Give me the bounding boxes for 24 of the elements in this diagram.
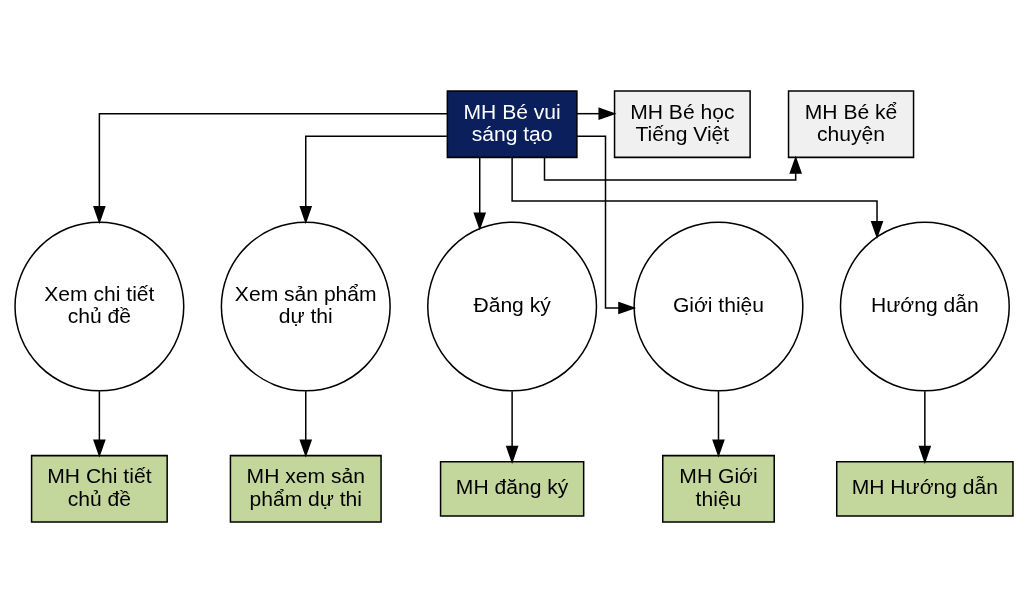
arrow bbox=[575, 107, 617, 121]
arrow bbox=[510, 156, 883, 240]
node-box: MH Hướng dẫn bbox=[835, 460, 1014, 517]
node-circle: Đăng ký bbox=[426, 221, 597, 392]
node-box: MH Bé kể chuyện bbox=[787, 90, 914, 159]
node-circle: Xem chi tiết chủ đề bbox=[13, 221, 184, 392]
arrow bbox=[543, 155, 802, 181]
arrow bbox=[298, 135, 448, 225]
node-circle: Xem sản phẩm dự thi bbox=[220, 221, 391, 392]
arrow bbox=[918, 390, 931, 464]
node-box: MH Chi tiết chủ đề bbox=[30, 454, 168, 523]
arrow bbox=[711, 390, 725, 458]
node-box: MH Bé học Tiếng Việt bbox=[613, 90, 751, 159]
node-box: MH xem sản phẩm dự thi bbox=[229, 454, 382, 523]
node-box: MH Bé vui sáng tạo bbox=[446, 90, 578, 159]
node-circle: Giới thiệu bbox=[632, 221, 804, 392]
arrow bbox=[92, 112, 448, 225]
arrow bbox=[505, 390, 518, 464]
arrow bbox=[298, 390, 312, 458]
node-box: MH Giới thiệu bbox=[661, 454, 775, 523]
node-box: MH đăng ký bbox=[439, 460, 584, 517]
arrow bbox=[575, 135, 636, 315]
arrow bbox=[92, 390, 106, 458]
arrow bbox=[472, 156, 486, 231]
